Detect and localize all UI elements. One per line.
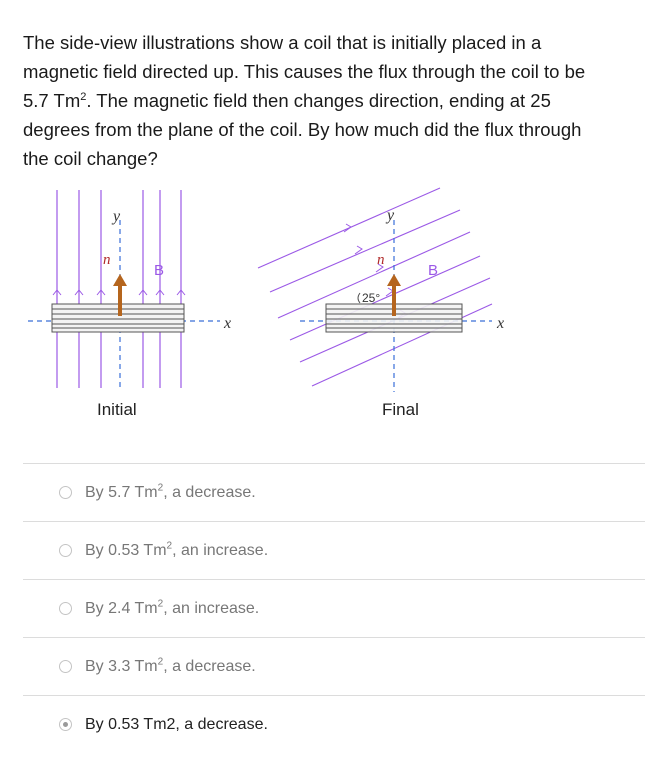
answer-label-tail: , a decrease.: [163, 658, 256, 675]
answer-label-text: By 2.4 Tm: [85, 600, 158, 617]
question-line-3-sup: 2: [80, 90, 87, 103]
radio-button-selected[interactable]: [59, 718, 72, 731]
final-x-label: x: [496, 315, 504, 332]
answer-label-sup: 2: [166, 540, 173, 552]
final-y-label: y: [385, 207, 395, 224]
radio-button[interactable]: [59, 544, 72, 557]
radio-button[interactable]: [59, 486, 72, 499]
final-n-label: n: [377, 252, 385, 268]
answer-label: By 0.53 Tm2, an increase.: [85, 540, 269, 560]
answer-label-sup: 2: [157, 482, 164, 494]
initial-y-label: y: [111, 208, 121, 225]
question-line-4: degrees from the plane of the coil. By h…: [23, 119, 582, 140]
initial-n-label: n: [103, 252, 111, 268]
question-line-5: the coil change?: [23, 148, 158, 169]
answer-option-1[interactable]: By 5.7 Tm2, a decrease.: [23, 463, 645, 521]
final-b-label: B: [428, 262, 438, 279]
answer-label-text: By 0.53 Tm2, a decrease.: [85, 716, 268, 733]
answer-label: By 2.4 Tm2, an increase.: [85, 598, 260, 618]
final-angle-label: 25°: [362, 291, 380, 305]
answer-label: By 0.53 Tm2, a decrease.: [85, 716, 268, 734]
answer-option-2[interactable]: By 0.53 Tm2, an increase.: [23, 521, 645, 579]
final-normal-arrow: [387, 274, 401, 316]
initial-diagram: y n B x Initial: [28, 190, 231, 419]
question-line-2: magnetic field directed up. This causes …: [23, 61, 586, 82]
radio-button[interactable]: [59, 660, 72, 673]
coil-figure: y n B x Initial: [28, 187, 504, 419]
answer-options: By 5.7 Tm2, a decrease. By 0.53 Tm2, an …: [23, 463, 645, 753]
answer-label-text: By 3.3 Tm: [85, 658, 158, 675]
initial-field-arrowheads: [52, 289, 186, 296]
answer-label-text: By 5.7 Tm: [85, 484, 158, 501]
answer-label-tail: , a decrease.: [163, 484, 256, 501]
answer-label-tail: , an increase.: [172, 542, 269, 559]
final-caption: Final: [382, 400, 419, 419]
initial-x-label: x: [223, 315, 231, 332]
answer-option-5[interactable]: By 0.53 Tm2, a decrease.: [23, 695, 645, 753]
final-angle-arc: [357, 292, 361, 304]
final-field-lines: [257, 187, 493, 387]
answer-label-tail: , an increase.: [163, 600, 260, 617]
initial-field-lines: [56, 190, 182, 388]
final-diagram: y n B 25° x Final: [257, 187, 504, 419]
answer-label-text: By 0.53 Tm: [85, 542, 167, 559]
initial-caption: Initial: [97, 400, 137, 419]
question-line-1: The side-view illustrations show a coil …: [23, 32, 542, 53]
answer-label-sup: 2: [157, 598, 164, 610]
answer-option-4[interactable]: By 3.3 Tm2, a decrease.: [23, 637, 645, 695]
question-line-3b: . The magnetic field then changes direct…: [86, 90, 551, 111]
initial-b-label: B: [154, 262, 164, 279]
answer-option-3[interactable]: By 2.4 Tm2, an increase.: [23, 579, 645, 637]
answer-label: By 3.3 Tm2, a decrease.: [85, 656, 256, 676]
answer-label: By 5.7 Tm2, a decrease.: [85, 482, 256, 502]
question-text: The side-view illustrations show a coil …: [23, 28, 638, 173]
radio-button[interactable]: [59, 602, 72, 615]
answer-label-sup: 2: [157, 656, 164, 668]
initial-normal-arrow: [113, 274, 127, 316]
question-line-3a: 5.7 Tm: [23, 90, 81, 111]
